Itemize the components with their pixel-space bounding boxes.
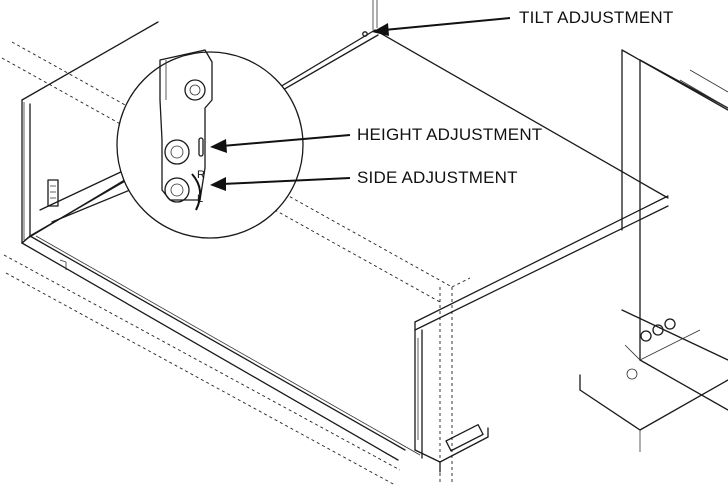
drawer-right-side	[414, 195, 669, 473]
side-adjustment-label: SIDE ADJUSTMENT	[357, 168, 518, 187]
height-screw-icon	[164, 139, 190, 165]
detail-magnifier	[39, 49, 304, 239]
tilt-screw-icon	[362, 31, 368, 37]
cabinet-right-panel	[579, 49, 728, 452]
side-screw-icon	[164, 177, 190, 203]
height-adjustment-label: HEIGHT ADJUSTMENT	[357, 125, 543, 144]
side-arrow-icon	[210, 177, 226, 191]
drawer-back-panel	[21, 0, 669, 244]
drawer-left-side	[21, 21, 159, 244]
callout-leaders	[210, 17, 511, 191]
right-runner-cam	[624, 318, 701, 380]
left-runner-bracket	[47, 179, 59, 207]
height-arrow-icon	[210, 139, 227, 153]
cabinet-outline-dashed	[1, 41, 471, 485]
hinge-bracket	[159, 49, 213, 201]
detail-mark-r: R	[197, 169, 205, 181]
tilt-adjustment-label: TILT ADJUSTMENT	[519, 8, 674, 27]
detail-mark-l: L	[197, 193, 203, 205]
height-slot	[198, 137, 204, 157]
tilt-arrow-icon	[372, 23, 389, 36]
top-screw-icon	[184, 79, 206, 101]
drawer-brand-label	[445, 424, 484, 452]
